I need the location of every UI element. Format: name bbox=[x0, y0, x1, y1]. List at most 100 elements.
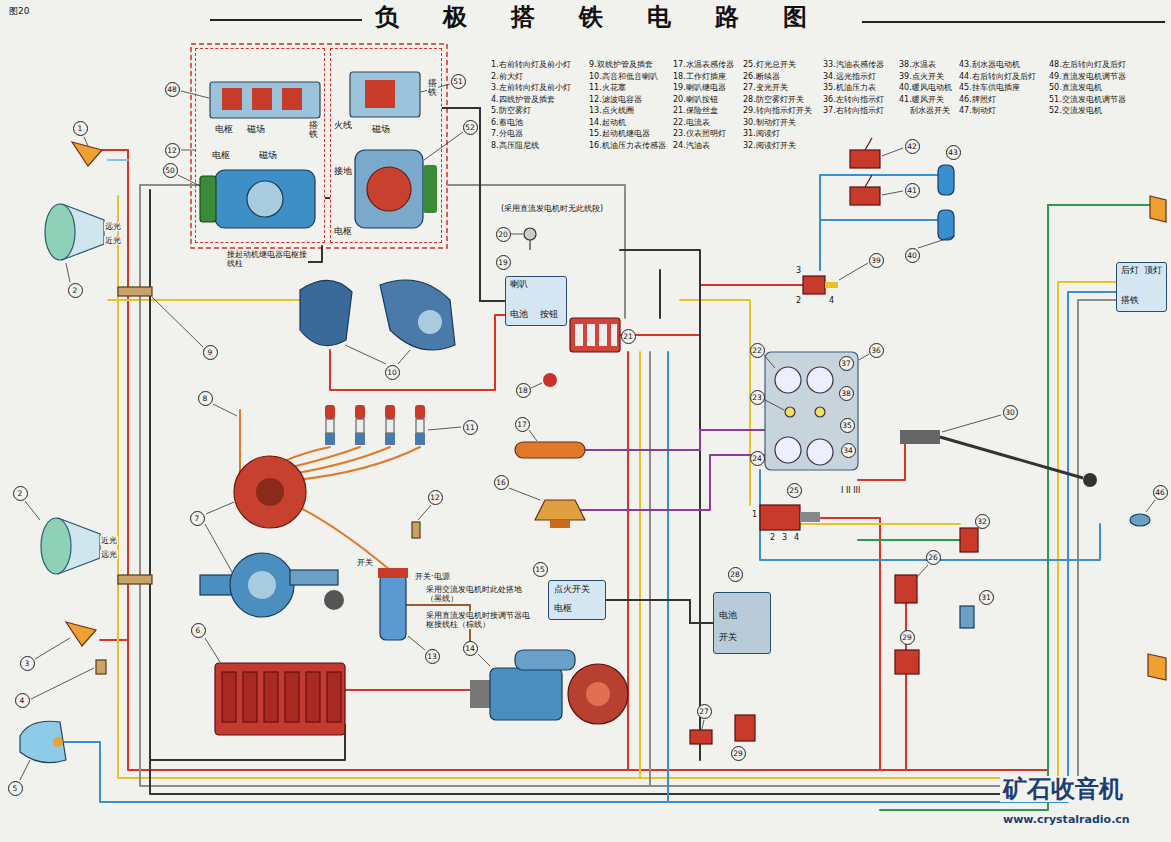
spark-plug bbox=[415, 433, 425, 445]
parts-list-item: 6.蓄电池 bbox=[490, 118, 524, 127]
note-text: 接起动机继电器电枢接线柱 bbox=[226, 250, 308, 268]
callout-number: 6 bbox=[191, 623, 206, 638]
note-text: 3 bbox=[795, 266, 802, 275]
callout-number: 29 bbox=[900, 630, 915, 645]
box-label: 搭铁 bbox=[427, 79, 438, 98]
distributor bbox=[256, 478, 284, 506]
leader-line bbox=[205, 638, 220, 662]
note-text: 3 bbox=[781, 533, 788, 542]
box-label: 电枢 bbox=[214, 125, 234, 135]
note-text: 远光 bbox=[100, 550, 118, 559]
dc-regulator bbox=[210, 82, 320, 118]
red-wire bbox=[100, 150, 1048, 770]
parts-list-item: 39.点火开关 bbox=[898, 72, 945, 81]
oil-pressure-sensor bbox=[535, 500, 585, 520]
parts-list-item: 刮水器开关 bbox=[909, 106, 951, 115]
callout-number: 32 bbox=[975, 514, 990, 529]
purple-wire bbox=[575, 455, 765, 510]
leader-line bbox=[408, 636, 425, 650]
leader-line bbox=[178, 175, 200, 186]
red-wire bbox=[800, 518, 880, 770]
distributor bbox=[234, 456, 306, 528]
dc-generator bbox=[215, 170, 315, 228]
relay-box: 喇叭电池按钮 bbox=[505, 276, 567, 326]
parts-list-item: 12.滤波电容器 bbox=[588, 95, 643, 104]
callout-number: 7 bbox=[190, 511, 205, 526]
parts-list-item: 3.左前转向灯及前小灯 bbox=[490, 83, 572, 92]
leader-line bbox=[66, 263, 70, 282]
switch-box: 电池开关 bbox=[713, 592, 771, 654]
parts-list-item: 16.机油压力表传感器 bbox=[588, 141, 667, 150]
connector-sleeve bbox=[96, 660, 106, 674]
note-text: 4 bbox=[828, 296, 835, 305]
instrument-panel bbox=[807, 367, 833, 393]
connector-block: 后灯顶灯搭铁 bbox=[1116, 262, 1167, 312]
spark-plug bbox=[415, 405, 425, 419]
alternator bbox=[367, 167, 411, 211]
parts-list-item: 4.四线护管及插套 bbox=[490, 95, 556, 104]
battery bbox=[215, 663, 345, 735]
parts-list-item: 13.点火线圈 bbox=[588, 106, 635, 115]
light-switch bbox=[760, 505, 820, 530]
parts-list-item: 22.电流表 bbox=[672, 118, 711, 127]
leader-line bbox=[1146, 500, 1155, 512]
parts-list-item: 30.制动灯开关 bbox=[742, 118, 797, 127]
battery bbox=[306, 672, 320, 722]
component bbox=[20, 72, 1166, 763]
leader-line bbox=[20, 84, 1155, 780]
alternator bbox=[423, 165, 437, 213]
spark-plug bbox=[325, 433, 335, 445]
yellow-wire bbox=[639, 352, 641, 778]
high-tension-wire bbox=[240, 410, 420, 570]
parts-list-item: 21.保险丝盒 bbox=[672, 106, 719, 115]
reading-lamp bbox=[960, 606, 974, 628]
regulator-group-box: 电枢磁场搭铁电枢磁场 bbox=[195, 48, 325, 243]
instrument-panel bbox=[775, 437, 801, 463]
light-blue-wire bbox=[108, 159, 128, 161]
instrument-panel bbox=[785, 407, 795, 417]
callout-number: 22 bbox=[750, 343, 765, 358]
leader-line bbox=[181, 150, 196, 151]
spark-plug bbox=[386, 419, 394, 433]
black-wire bbox=[306, 246, 322, 262]
callout-number: 2 bbox=[68, 283, 83, 298]
wire-connector bbox=[606, 600, 713, 623]
light-switch bbox=[760, 505, 800, 530]
fuse-box bbox=[570, 318, 620, 352]
toggle-switch bbox=[850, 150, 880, 168]
parts-list-item: 7.分电器 bbox=[490, 129, 524, 138]
leader-line bbox=[428, 427, 461, 430]
motor bbox=[938, 165, 954, 240]
horn bbox=[380, 280, 455, 350]
parts-list-item: 48.左后转向灯及后灯 bbox=[1048, 60, 1127, 69]
instrument-panel bbox=[815, 407, 825, 417]
callout-number: 12 bbox=[165, 143, 180, 158]
instrument-panel bbox=[807, 439, 833, 465]
note-text: I II III bbox=[840, 486, 861, 495]
parts-list-item: 11.火花塞 bbox=[588, 83, 627, 92]
parts-list-item: 31.阅读灯 bbox=[742, 129, 781, 138]
regulator-frame bbox=[191, 44, 447, 248]
fog-lamp bbox=[20, 721, 66, 762]
callout-number: 50 bbox=[163, 163, 178, 178]
black-wire bbox=[659, 270, 661, 318]
grey-wire bbox=[140, 185, 1116, 786]
box-label: 电枢 bbox=[211, 151, 231, 161]
note-text: 近光 bbox=[104, 236, 122, 245]
callout-number: 19 bbox=[496, 255, 511, 270]
callout-number: 10 bbox=[385, 365, 400, 380]
horn-button bbox=[529, 240, 530, 250]
leader-line bbox=[882, 148, 903, 156]
turn-lamp bbox=[66, 622, 96, 646]
headlamp bbox=[41, 518, 71, 574]
leader-line bbox=[35, 638, 70, 659]
flasher bbox=[895, 575, 917, 603]
note-text: 采用直流发电机时接调节器电枢接线柱（棕线） bbox=[425, 611, 531, 629]
starter bbox=[568, 664, 628, 724]
callout-number: 12 bbox=[428, 490, 443, 505]
turn-switch bbox=[735, 715, 755, 741]
brake-switch bbox=[900, 430, 1097, 487]
callout-number: 27 bbox=[697, 704, 712, 719]
